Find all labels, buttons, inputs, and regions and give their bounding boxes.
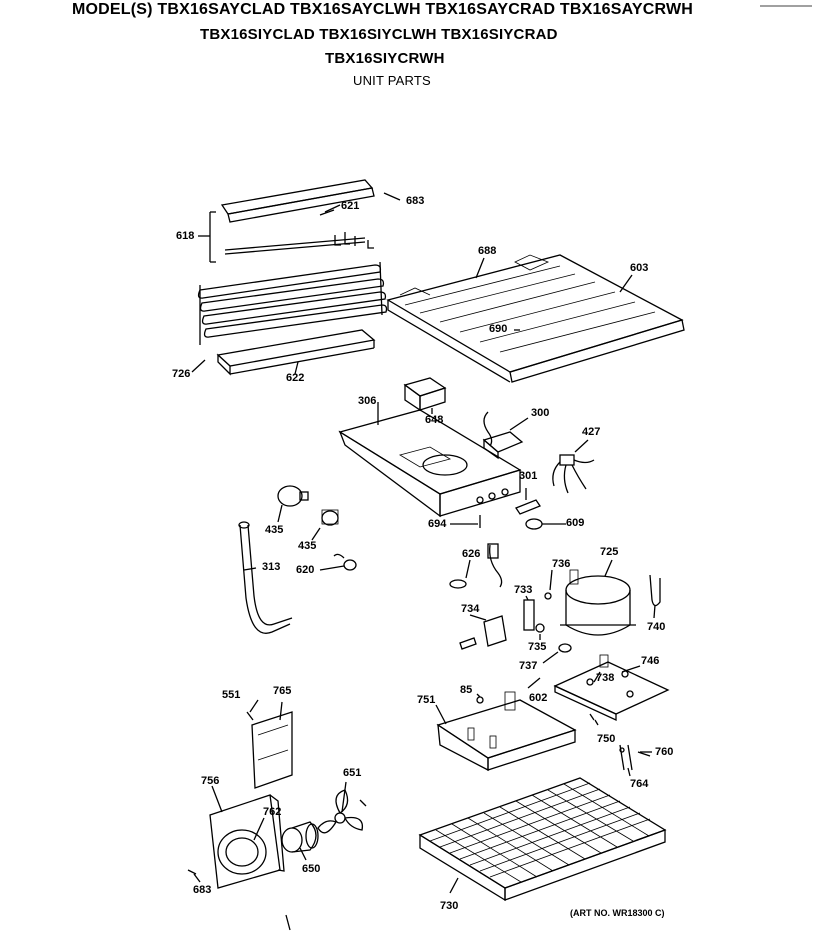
baffle-panel-part xyxy=(251,711,293,789)
callout-603: 603 xyxy=(630,262,649,274)
callout-551: 551 xyxy=(222,689,241,701)
callout-300: 300 xyxy=(531,407,550,419)
fan-shroud-part xyxy=(209,794,285,889)
light-socket-part xyxy=(321,509,339,526)
callout-609: 609 xyxy=(566,517,585,529)
callout-620: 620 xyxy=(296,564,315,576)
callout-738: 738 xyxy=(596,672,615,684)
model-list-line-1: MODEL(S) TBX16SAYCLAD TBX16SAYCLWH TBX16… xyxy=(72,1,694,18)
compressor-mount-plate-part xyxy=(553,654,670,722)
callout-762: 762 xyxy=(263,806,282,818)
callout-427: 427 xyxy=(582,426,601,438)
compressor-part xyxy=(560,569,636,636)
callout-688: 688 xyxy=(478,245,497,257)
callout-737: 737 xyxy=(519,660,538,672)
condenser-grid-part xyxy=(418,777,667,902)
grommet-736 xyxy=(544,592,552,600)
callout-750: 750 xyxy=(597,733,616,745)
callout-734: 734 xyxy=(461,603,480,615)
callout-733: 733 xyxy=(514,584,533,596)
capacitor-626-part xyxy=(449,543,503,589)
callout-301: 301 xyxy=(519,470,538,482)
art-number: (ART NO. WR18300 C) xyxy=(570,908,665,918)
callout-622: 622 xyxy=(286,372,305,384)
model-list-line-2: TBX16SIYCLAD TBX16SIYCLWH TBX16SIYCRAD xyxy=(200,26,558,43)
process-tube-740-part xyxy=(649,574,661,607)
diagram-subtitle: UNIT PARTS xyxy=(353,73,431,88)
callout-85: 85 xyxy=(460,684,473,696)
model-list-line-3: TBX16SIYCRWH xyxy=(325,50,445,67)
callout-435-bulb: 435 xyxy=(265,524,284,536)
callout-602: 602 xyxy=(529,692,548,704)
callout-683-top: 683 xyxy=(406,195,425,207)
callout-746: 746 xyxy=(641,655,660,667)
fan-blade-part xyxy=(317,789,364,834)
callout-735: 735 xyxy=(528,641,547,653)
leader-lines xyxy=(191,192,656,931)
overload-relay-part xyxy=(403,377,447,412)
drain-tube-620-part xyxy=(333,553,357,571)
callout-306: 306 xyxy=(358,395,377,407)
callout-756: 756 xyxy=(201,775,220,787)
screw-85 xyxy=(476,696,484,704)
callout-313: 313 xyxy=(262,561,281,573)
callout-651: 651 xyxy=(343,767,362,779)
callout-726: 726 xyxy=(172,368,191,380)
callout-694: 694 xyxy=(428,518,447,530)
callout-736: 736 xyxy=(552,558,571,570)
callout-690: 690 xyxy=(489,323,508,335)
callout-650: 650 xyxy=(302,863,321,875)
thermostat-part xyxy=(482,411,524,460)
grommet-737 xyxy=(558,643,572,653)
callout-435-socket: 435 xyxy=(298,540,317,552)
screw-760 xyxy=(637,751,651,757)
drip-tray-part xyxy=(216,329,376,376)
callout-740: 740 xyxy=(647,621,666,633)
thermostat-knob-part xyxy=(515,499,543,530)
compartment-cover-part xyxy=(386,254,685,383)
fan-motor-part xyxy=(281,821,319,853)
callout-730: 730 xyxy=(440,900,459,912)
callout-764: 764 xyxy=(630,778,649,790)
callout-765: 765 xyxy=(273,685,292,697)
callout-725: 725 xyxy=(600,546,619,558)
control-housing-part xyxy=(338,409,522,518)
screw-651 xyxy=(359,799,367,807)
start-relay-734-part xyxy=(459,615,507,650)
callout-621: 621 xyxy=(341,200,360,212)
callout-626: 626 xyxy=(462,548,481,560)
overload-733-part xyxy=(523,599,545,633)
screw-750 xyxy=(589,713,595,721)
bracket-764-part xyxy=(619,744,633,771)
screw-551 xyxy=(246,711,254,721)
light-bulb-part xyxy=(277,485,309,507)
screw-683 xyxy=(187,869,197,875)
callout-648: 648 xyxy=(425,414,444,426)
condenser-coil-part xyxy=(197,261,388,345)
callout-618: 618 xyxy=(176,230,195,242)
wiring-harness-part xyxy=(552,454,595,494)
drain-hose-part xyxy=(238,521,293,634)
callout-683-bottom: 683 xyxy=(193,884,212,896)
condenser-bracket-part xyxy=(209,179,375,263)
condensate-pan-part xyxy=(436,691,577,772)
callout-751: 751 xyxy=(417,694,436,706)
callout-760: 760 xyxy=(655,746,674,758)
